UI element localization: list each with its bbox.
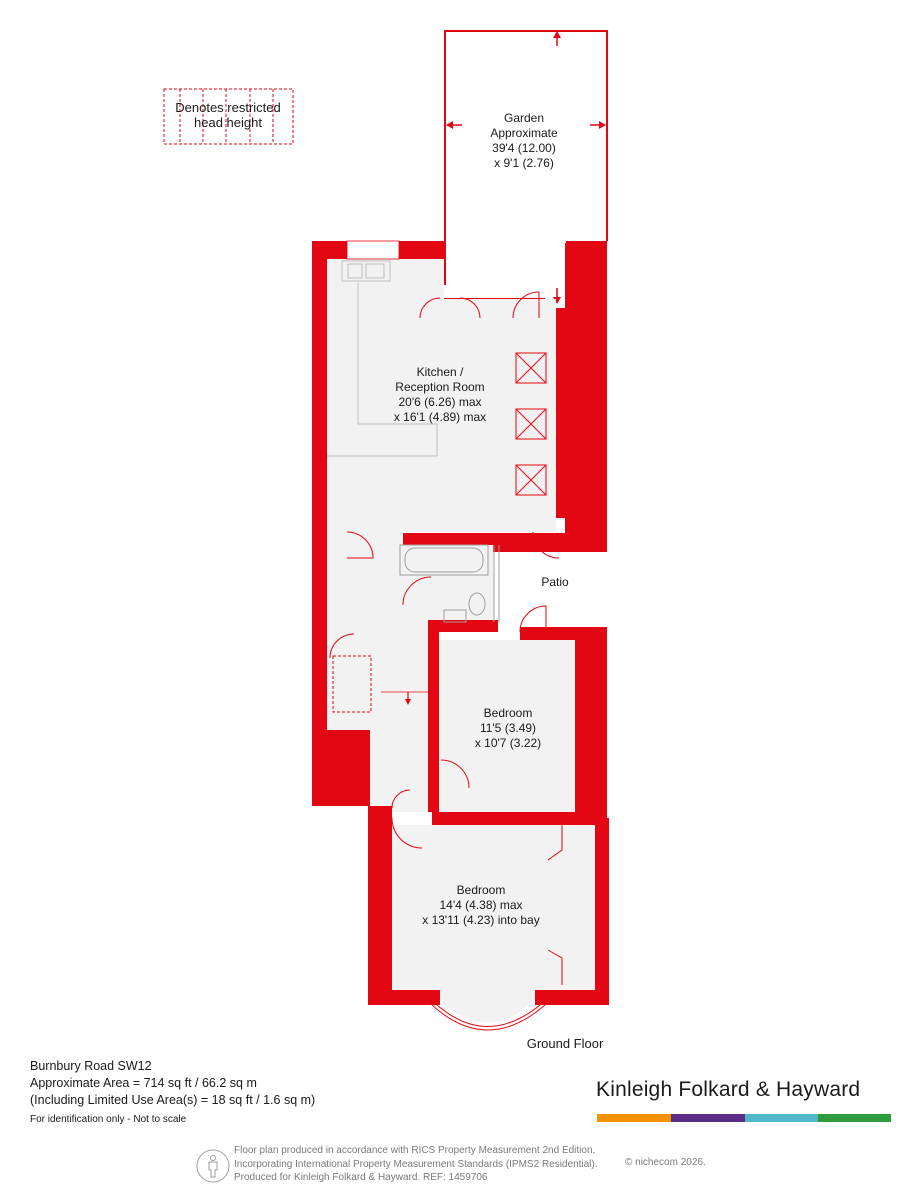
bay-window xyxy=(431,1004,546,1031)
bedroom-2-label: Bedroom 14'4 (4.38) max x 13'11 (4.23) i… xyxy=(422,883,539,927)
bedroom-2-line-3: x 13'11 (4.23) into bay xyxy=(422,913,539,927)
garden-line-4: x 9'1 (2.76) xyxy=(494,156,554,170)
footer-text: Floor plan produced in accordance with R… xyxy=(234,1144,598,1185)
brand-name: Kinleigh Folkard & Hayward xyxy=(596,1078,861,1101)
skylights xyxy=(515,352,547,496)
bedroom-2-line-2: 14'4 (4.38) max xyxy=(440,898,523,912)
footer-line-2: Incorporating International Property Mea… xyxy=(234,1158,598,1170)
property-info: Burnbury Road SW12 Approximate Area = 71… xyxy=(30,1058,315,1128)
approximate-area: Approximate Area = 714 sq ft / 66.2 sq m xyxy=(30,1076,257,1090)
bathroom-fixtures xyxy=(399,544,500,623)
bedroom-1-name: Bedroom xyxy=(484,706,533,720)
legend-line-1: Denotes restricted xyxy=(175,100,281,115)
door-swings xyxy=(329,291,563,985)
kitchen-line-2: Reception Room xyxy=(395,380,484,394)
kitchen-name: Kitchen / xyxy=(417,365,464,379)
restricted-area xyxy=(332,655,372,713)
kitchen-line-4: x 16'1 (4.89) max xyxy=(394,410,486,424)
garden-outline xyxy=(444,30,608,304)
window xyxy=(346,240,400,260)
kitchen-label: Kitchen / Reception Room 20'6 (6.26) max… xyxy=(394,365,486,424)
restricted-height-legend: Denotes restricted head height xyxy=(163,88,294,145)
bedroom-1-line-2: 11'5 (3.49) xyxy=(480,721,536,735)
person-scale-icon xyxy=(196,1149,230,1183)
footer-line-1: Floor plan produced in accordance with R… xyxy=(234,1145,596,1156)
brand-bar-purple xyxy=(671,1114,745,1122)
bedroom-1-line-3: x 10'7 (3.22) xyxy=(475,736,541,750)
brand-bar-teal xyxy=(745,1114,818,1122)
bedroom-1-label: Bedroom 11'5 (3.49) x 10'7 (3.22) xyxy=(475,706,541,750)
bedroom-2-name: Bedroom xyxy=(457,883,506,897)
garden-line-2: Approximate xyxy=(490,126,558,140)
limited-use-area: (Including Limited Use Area(s) = 18 sq f… xyxy=(30,1093,316,1107)
floor-areas xyxy=(327,259,595,1023)
brand-bar-green xyxy=(818,1114,891,1122)
kitchen-line-3: 20'6 (6.26) max xyxy=(399,395,482,409)
garden-name: Garden xyxy=(504,111,544,125)
footer-line-3: Produced for Kinleigh Folkard & Hayward.… xyxy=(234,1172,488,1183)
copyright: © nichecom 2026. xyxy=(625,1157,706,1168)
address: Burnbury Road SW12 xyxy=(30,1059,152,1073)
garden-label: Garden Approximate 39'4 (12.00) x 9'1 (2… xyxy=(490,111,558,170)
kitchen-units xyxy=(327,260,438,457)
hall-arrow xyxy=(381,691,432,705)
patio-area xyxy=(503,552,607,627)
garden-line-3: 39'4 (12.00) xyxy=(492,141,556,155)
brand-bar-orange xyxy=(597,1114,671,1122)
patio-name: Patio xyxy=(541,575,569,589)
legend-line-2: head height xyxy=(194,115,262,130)
identification-note: For identification only - Not to scale xyxy=(30,1114,187,1125)
floor-label: Ground Floor xyxy=(527,1036,604,1051)
